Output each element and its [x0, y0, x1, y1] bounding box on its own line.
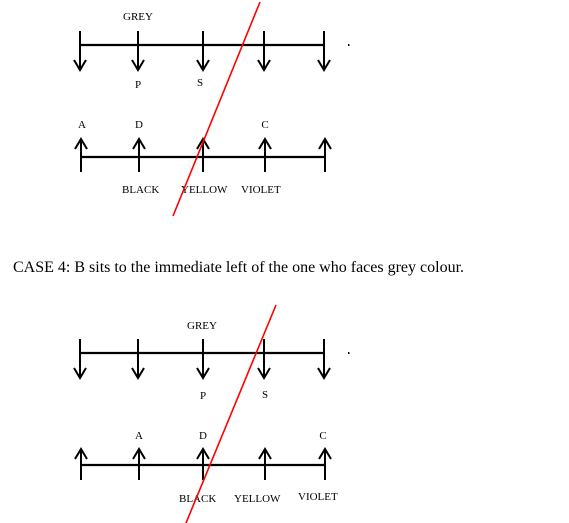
up-arrow-4 [258, 137, 272, 172]
person-label-s: S [197, 77, 203, 89]
up-arrow-2 [132, 447, 146, 480]
down-arrow-3 [196, 339, 210, 380]
diagram-2-top-row: GREY P S [73, 320, 350, 402]
diagram-2-bottom-row: A D C BLACK YELLOW VIOLET [74, 430, 338, 505]
seat-label-yellow: YELLOW [234, 493, 281, 505]
person-label-p: P [135, 79, 141, 91]
up-arrow-3 [196, 137, 210, 172]
up-arrow-1 [74, 447, 88, 480]
seat-label-grey: GREY [187, 320, 217, 332]
diagram-1-bottom-row: A D C BLACK YELLOW VIOLET [74, 119, 332, 196]
down-arrow-2 [131, 339, 145, 380]
person-label-p: P [200, 390, 206, 402]
up-arrow-2 [132, 137, 146, 172]
down-arrow-3 [196, 31, 210, 72]
person-label-s: S [262, 389, 268, 401]
down-arrow-1 [73, 339, 87, 380]
person-label-d: D [199, 430, 207, 442]
down-arrow-1 [73, 31, 87, 72]
strike-line [172, 1, 261, 217]
seat-label-yellow: YELLOW [181, 184, 228, 196]
diagram-1-top-row: GREY P S [73, 11, 350, 91]
up-arrow-3 [196, 447, 210, 480]
up-arrow-5 [318, 137, 332, 172]
stray-dot [348, 44, 350, 46]
down-arrow-5 [317, 339, 331, 380]
up-arrow-5 [318, 447, 332, 480]
down-arrow-4 [257, 31, 271, 72]
down-arrow-5 [317, 31, 331, 72]
strike-line [185, 304, 277, 523]
person-label-c: C [319, 430, 326, 442]
stray-dot [348, 352, 350, 354]
seat-label-violet: VIOLET [241, 184, 281, 196]
down-arrow-2 [131, 31, 145, 72]
case-caption: CASE 4: B sits to the immediate left of … [13, 259, 465, 276]
down-arrow-4 [257, 339, 271, 380]
person-label-c: C [261, 119, 268, 131]
diagram-2: GREY P S A D C BLACK YELLOW VIOLET [73, 304, 350, 523]
person-label-d: D [135, 119, 143, 131]
diagram-1: GREY P S A D C BLACK YELLOW VIOLET [73, 1, 350, 217]
person-label-a: A [78, 119, 86, 131]
person-label-a: A [135, 430, 143, 442]
seat-label-grey: GREY [123, 11, 153, 23]
seat-label-black: BLACK [122, 184, 159, 196]
seat-label-violet: VIOLET [298, 491, 338, 503]
up-arrow-1 [74, 137, 88, 172]
seat-label-black: BLACK [179, 493, 216, 505]
up-arrow-4 [258, 447, 272, 480]
